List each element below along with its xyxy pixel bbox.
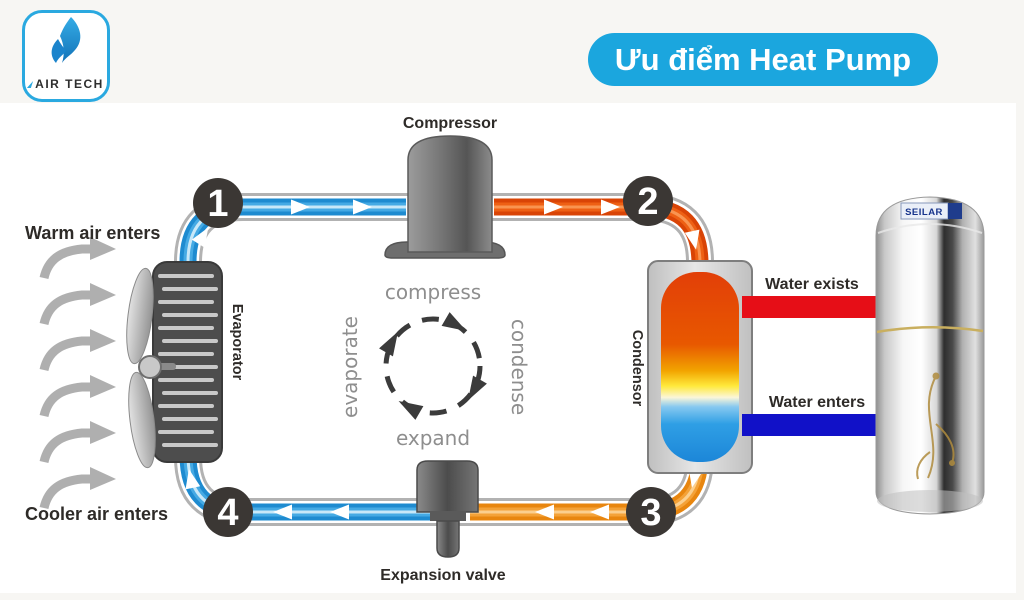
fan-blade-bottom [128, 371, 156, 469]
cycle-arrows [379, 312, 487, 420]
step-1-number: 1 [207, 183, 228, 225]
step-3-number: 3 [640, 492, 661, 534]
step-4: 4 [203, 487, 253, 537]
evaporator-label: Evaporator [229, 304, 245, 381]
condensor [647, 260, 753, 474]
cycle-diagram: compress condense expand evaporate [338, 280, 531, 450]
warm-air-label: Warm air enters [25, 223, 160, 243]
cycle-evaporate-label: evaporate [338, 316, 362, 418]
water-in-label: Water enters [769, 394, 865, 411]
air-flow [44, 237, 116, 508]
flow-direction-arrows [185, 199, 704, 520]
fan-hub [138, 355, 162, 379]
flame-icon [51, 17, 81, 63]
cycle-expand-label: expand [396, 426, 470, 450]
step-2-number: 2 [637, 181, 658, 223]
water-tank: SEILAR [875, 196, 985, 515]
tank-brand-text: SEILAR [905, 207, 943, 218]
cooler-air-label: Cooler air enters [25, 504, 168, 524]
expansion-valve-label: Expansion valve [380, 567, 505, 584]
compressor [384, 135, 506, 259]
cycle-condense-label: condense [507, 319, 531, 415]
condensor-label: Condensor [629, 330, 645, 407]
step-4-number: 4 [217, 492, 238, 534]
water-out-label: Water exists [765, 276, 859, 293]
step-2: 2 [623, 176, 673, 226]
airtech-logo: AIR TECH [22, 10, 110, 102]
logo-wordmark: AIR TECH [25, 77, 107, 91]
water-in-pipe [742, 414, 880, 436]
water-out-pipe [742, 296, 880, 318]
fan-blade-top [126, 267, 154, 365]
title-banner: Ưu điểm Heat Pump [588, 33, 938, 86]
evaporator [126, 261, 223, 469]
tank-gold-band [876, 325, 984, 334]
evaporator-coil [158, 274, 218, 447]
step-3: 3 [626, 487, 676, 537]
compressor-label: Compressor [403, 115, 497, 132]
logo-brand-text: AIR TECH [35, 77, 104, 91]
expansion-valve [416, 460, 479, 558]
banner-title: Ưu điểm Heat Pump [614, 41, 912, 77]
tank-brand-badge: SEILAR [900, 202, 962, 220]
tank-floral-decal [916, 372, 955, 480]
step-1: 1 [193, 178, 243, 228]
cycle-compress-label: compress [385, 280, 481, 304]
